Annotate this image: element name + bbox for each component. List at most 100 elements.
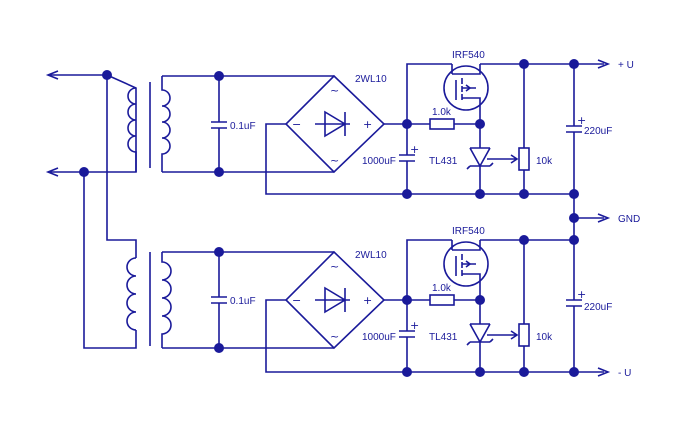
- gnd-arrow: [597, 213, 611, 223]
- junction: [569, 235, 579, 245]
- bridge-plus-mark: +: [363, 294, 372, 307]
- bottom-regulator: [469, 300, 491, 372]
- bridge-ac-mark: ~: [330, 260, 339, 273]
- minus-output-arrow: [597, 367, 611, 377]
- junction: [569, 367, 579, 377]
- junction: [402, 295, 412, 305]
- mosfet-drain: [451, 240, 472, 251]
- junction: [475, 367, 485, 377]
- junction: [519, 59, 529, 69]
- junction: [402, 189, 412, 199]
- top-regulator-label: TL431: [429, 156, 458, 167]
- bottom-drain-wire: [406, 239, 452, 300]
- top-bridge-rectifier: ~ ~ − + 2WL10: [284, 74, 387, 174]
- junction: [475, 189, 485, 199]
- bottom-cap-bulk-label: 1000uF: [362, 332, 396, 343]
- bridge-body: [284, 250, 386, 350]
- bottom-stage: 0.1uF ~ ~ − + 2WL10 + 1000uF: [126, 218, 612, 377]
- bridge-body: [284, 74, 386, 174]
- top-resistor: [429, 118, 455, 130]
- primary-coil: [127, 87, 137, 172]
- junction: [475, 295, 485, 305]
- top-cap-out: [566, 64, 582, 218]
- top-resistor-label: 1.0k: [432, 107, 452, 118]
- bridge-minus-mark: −: [292, 118, 301, 131]
- bottom-cap-out: [566, 218, 582, 372]
- junction: [102, 70, 112, 80]
- outputs: + U GND - U: [569, 59, 640, 379]
- top-primary-wire: [84, 74, 137, 173]
- secondary-coil: [161, 252, 172, 348]
- mosfet-arrow: [465, 260, 472, 268]
- bridge-diode-icon: [315, 110, 350, 138]
- input-arrow-1: [45, 70, 59, 80]
- bottom-transformer: [126, 252, 172, 348]
- bridge-plus-mark: +: [363, 118, 372, 131]
- junction: [519, 235, 529, 245]
- bridge-ac-mark: ~: [330, 330, 339, 343]
- top-mosfet-label: IRF540: [452, 50, 485, 61]
- top-return-wire: [265, 123, 574, 195]
- cap-plus-mark: +: [577, 114, 586, 127]
- mosfet-arrow: [465, 84, 472, 92]
- bottom-return-wire: [265, 299, 574, 373]
- cap-plus-mark: +: [410, 143, 419, 156]
- bottom-cap-bulk: [399, 300, 415, 372]
- bottom-primary-wire-b: [83, 172, 137, 349]
- top-pot: [518, 147, 530, 171]
- top-bridge-label: 2WL10: [355, 74, 387, 85]
- junction: [214, 71, 224, 81]
- plus-output-arrow: [597, 59, 611, 69]
- input-arrow-2: [45, 167, 59, 177]
- input-wiring: [45, 70, 137, 349]
- junction: [569, 59, 579, 69]
- bottom-resistor: [429, 294, 455, 306]
- junction: [402, 119, 412, 129]
- junction: [214, 167, 224, 177]
- mosfet-body: [443, 241, 489, 287]
- top-cap-bulk-label: 1000uF: [362, 156, 396, 167]
- bottom-primary-wire-a: [106, 75, 137, 258]
- bottom-pot-label: 10k: [536, 332, 553, 343]
- bottom-resistor-label: 1.0k: [432, 283, 452, 294]
- bridge-minus-mark: −: [292, 294, 301, 307]
- junction: [79, 167, 89, 177]
- bottom-pot-wiper: [487, 330, 519, 340]
- bottom-cap-small-label: 0.1uF: [230, 296, 256, 307]
- cap-plus-mark: +: [410, 319, 419, 332]
- top-pot-wiper: [487, 154, 519, 164]
- bottom-bridge-label: 2WL10: [355, 250, 387, 261]
- junction: [519, 189, 529, 199]
- top-cap-bulk: [399, 124, 415, 194]
- mosfet-drain-lead: [472, 240, 481, 251]
- mosfet-body: [443, 65, 489, 111]
- top-stage: 0.1uF ~ ~ − + 2WL10 + 1000uF: [127, 50, 612, 218]
- mosfet-drain: [451, 64, 472, 75]
- bridge-diode-icon: [315, 286, 350, 314]
- junction: [519, 367, 529, 377]
- junction: [569, 189, 579, 199]
- bottom-cap-out-label: 220uF: [584, 302, 612, 313]
- top-regulator-zener-tips: [466, 162, 494, 170]
- top-transformer: [127, 76, 171, 172]
- cap-plus-mark: +: [577, 288, 586, 301]
- junction: [402, 367, 412, 377]
- bottom-regulator-zener-tips: [466, 338, 494, 346]
- minus-u-label: - U: [618, 368, 631, 379]
- primary-coil: [126, 257, 137, 331]
- bottom-mosfet: IRF540: [443, 226, 489, 287]
- bottom-pot: [518, 323, 530, 347]
- plus-u-label: + U: [618, 60, 634, 71]
- top-drain-wire: [406, 63, 452, 124]
- mosfet-drain-lead: [472, 64, 481, 75]
- top-cap-small-label: 0.1uF: [230, 121, 256, 132]
- top-cap-small: [211, 76, 227, 172]
- junction: [214, 247, 224, 257]
- bottom-regulator-label: TL431: [429, 332, 458, 343]
- bridge-ac-mark: ~: [330, 84, 339, 97]
- bottom-cap-small: [211, 252, 227, 348]
- gnd-label: GND: [618, 214, 640, 225]
- junction: [214, 343, 224, 353]
- top-cap-out-label: 220uF: [584, 126, 612, 137]
